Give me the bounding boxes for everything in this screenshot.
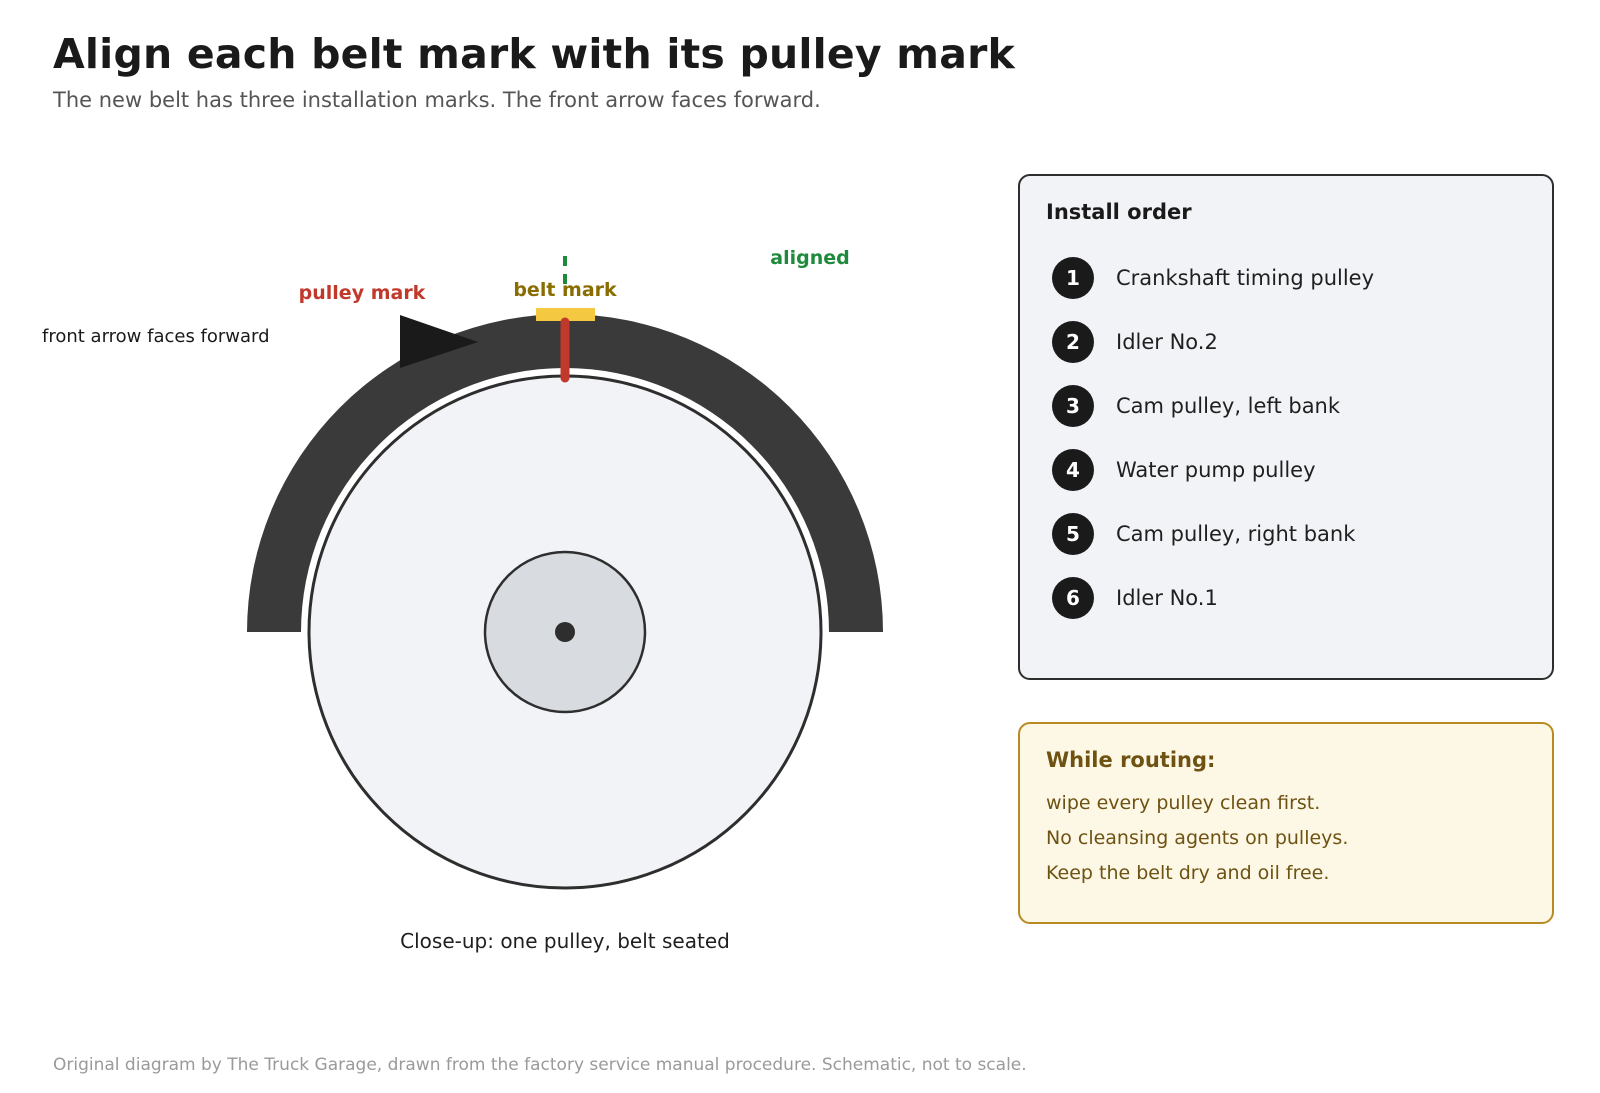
diagram-caption: Close-up: one pulley, belt seated bbox=[400, 929, 730, 953]
hub-center bbox=[555, 622, 575, 642]
step-label: Crankshaft timing pulley bbox=[1116, 266, 1375, 290]
step-number-badge: 6 bbox=[1052, 577, 1094, 619]
step-number-badge: 2 bbox=[1052, 321, 1094, 363]
install-step: 5 Cam pulley, right bank bbox=[1052, 502, 1374, 566]
routing-note-lines: wipe every pulley clean first. No cleans… bbox=[1046, 786, 1348, 891]
install-order-title: Install order bbox=[1046, 200, 1192, 224]
install-step: 4 Water pump pulley bbox=[1052, 438, 1374, 502]
belt-mark-label: belt mark bbox=[513, 279, 617, 301]
timing-belt bbox=[247, 314, 883, 632]
step-number-badge: 5 bbox=[1052, 513, 1094, 555]
install-step: 6 Idler No.1 bbox=[1052, 566, 1374, 630]
routing-note-line: No cleansing agents on pulleys. bbox=[1046, 827, 1349, 849]
belt-mark bbox=[536, 308, 595, 321]
step-number-badge: 4 bbox=[1052, 449, 1094, 491]
step-label: Idler No.1 bbox=[1116, 586, 1218, 610]
routing-note-title: While routing: bbox=[1046, 748, 1216, 772]
front-arrow-label: front arrow faces forward bbox=[42, 326, 270, 347]
install-order-panel: Install order 1 Crankshaft timing pulley… bbox=[1018, 174, 1554, 680]
step-number-badge: 1 bbox=[1052, 257, 1094, 299]
step-label: Cam pulley, right bank bbox=[1116, 522, 1356, 546]
install-step: 3 Cam pulley, left bank bbox=[1052, 374, 1374, 438]
step-label: Cam pulley, left bank bbox=[1116, 394, 1341, 418]
step-number-badge: 3 bbox=[1052, 385, 1094, 427]
pulley-diagram: front arrow faces forward pulley mark be… bbox=[42, 247, 883, 953]
front-arrow-icon bbox=[400, 315, 478, 368]
routing-note-line: Keep the belt dry and oil free. bbox=[1046, 862, 1330, 884]
step-label: Idler No.2 bbox=[1116, 330, 1218, 354]
aligned-label: aligned bbox=[770, 247, 849, 269]
routing-note-panel: While routing: wipe every pulley clean f… bbox=[1018, 722, 1554, 924]
install-steps: 1 Crankshaft timing pulley 2 Idler No.2 … bbox=[1052, 246, 1374, 630]
page-subtitle: The new belt has three installation mark… bbox=[53, 88, 821, 112]
page-title: Align each belt mark with its pulley mar… bbox=[53, 30, 1015, 78]
step-label: Water pump pulley bbox=[1116, 458, 1316, 482]
install-step: 2 Idler No.2 bbox=[1052, 310, 1374, 374]
footer-note: Original diagram by The Truck Garage, dr… bbox=[53, 1055, 1027, 1075]
pulley-mark-label: pulley mark bbox=[299, 282, 426, 304]
install-step: 1 Crankshaft timing pulley bbox=[1052, 246, 1374, 310]
routing-note-line: wipe every pulley clean first. bbox=[1046, 792, 1321, 814]
